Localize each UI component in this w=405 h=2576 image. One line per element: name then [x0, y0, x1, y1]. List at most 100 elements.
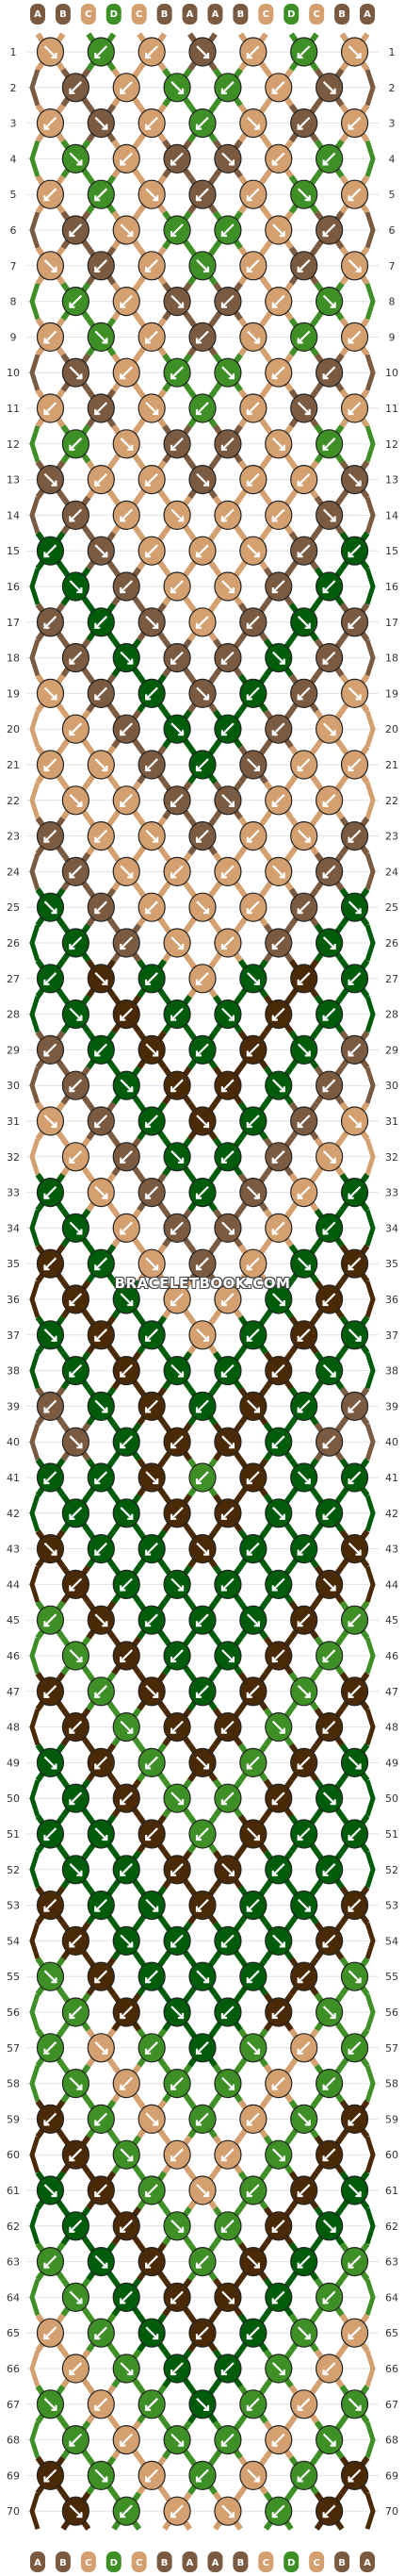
knot-arrow-icon — [170, 794, 184, 807]
knot-arrow-icon — [170, 722, 184, 735]
knot-arrow-icon — [94, 1043, 108, 1057]
knot-arrow-icon — [322, 508, 336, 522]
knot-arrow-icon — [196, 259, 209, 272]
knot-arrow-head-icon — [43, 1193, 50, 1199]
knot-arrow-icon — [322, 223, 336, 237]
knot-arrow-icon — [297, 259, 311, 272]
row-number-right: 24 — [385, 866, 398, 878]
string-letter-top: D — [110, 9, 118, 20]
knot-arrow-icon — [271, 1079, 285, 1092]
knot-arrow-head-icon — [195, 409, 202, 416]
string-head-bottom — [334, 2551, 350, 2572]
row-number-right: 35 — [385, 1258, 398, 1270]
row-number-left: 21 — [7, 759, 20, 771]
knot-arrow-icon — [120, 722, 134, 735]
edge-strand-left — [29, 211, 40, 249]
knot-arrow-icon — [271, 865, 285, 879]
row-number-right: 66 — [385, 2363, 398, 2375]
knot-arrow-icon — [297, 1115, 311, 1128]
knot-arrow-icon — [221, 223, 235, 237]
knot-arrow-icon — [322, 722, 336, 735]
knot-arrow-head-icon — [253, 552, 260, 558]
knot-arrow-head-icon — [355, 694, 362, 701]
knot-arrow-head-icon — [322, 587, 329, 594]
row-number-right: 6 — [389, 224, 396, 237]
row-number-right: 63 — [385, 2256, 398, 2269]
knot-arrow-icon — [120, 580, 134, 593]
knot-arrow-head-icon — [120, 1157, 126, 1164]
edge-strand-left — [29, 69, 40, 107]
edge-strand-right — [364, 1209, 376, 1247]
knot-arrow-icon — [170, 1293, 184, 1306]
knot-arrow-icon — [196, 544, 209, 557]
row-number-right: 29 — [385, 1044, 398, 1056]
knot-arrow-icon — [322, 794, 336, 807]
knot-arrow-head-icon — [322, 1015, 329, 1021]
knot-arrow-head-icon — [43, 766, 50, 772]
knot-arrow-head-icon — [76, 1229, 83, 1235]
knot-arrow-head-icon — [203, 1122, 210, 1129]
knot-arrow-icon — [69, 294, 83, 308]
row-number-left: 65 — [7, 2327, 20, 2339]
knot-arrow-icon — [69, 1150, 83, 1164]
knot-arrow-icon — [271, 438, 285, 451]
row-number-right: 52 — [385, 1864, 398, 1876]
knot-arrow-icon — [43, 45, 57, 58]
string-head-top — [156, 4, 172, 25]
knot-arrow-icon — [322, 580, 336, 593]
knot-arrow-icon — [69, 366, 83, 379]
row-number-right: 2 — [389, 82, 396, 94]
knot-arrow-head-icon — [228, 373, 235, 380]
knot-arrow-head-icon — [43, 1050, 50, 1057]
knot-arrow-icon — [170, 580, 184, 593]
row-number-right: 64 — [385, 2291, 398, 2304]
row-number-right: 26 — [385, 937, 398, 949]
knot-arrow-head-icon — [178, 944, 185, 950]
knot-arrow-head-icon — [348, 195, 354, 202]
string-head-bottom — [258, 2551, 274, 2572]
knot-arrow-icon — [247, 686, 260, 701]
knot-arrow-head-icon — [102, 124, 108, 130]
knot-arrow-head-icon — [69, 444, 75, 451]
row-number-left: 48 — [7, 1722, 20, 1734]
knot-arrow-head-icon — [43, 409, 50, 416]
knot-arrow-icon — [43, 1115, 57, 1128]
row-number-right: 28 — [385, 1009, 398, 1021]
edge-strand-right — [364, 496, 376, 535]
knot-arrow-icon — [94, 330, 108, 344]
knot-arrow-head-icon — [330, 730, 336, 736]
knot-arrow-icon — [170, 508, 184, 522]
knot-arrow-icon — [322, 865, 336, 879]
row-number-right: 13 — [385, 474, 398, 487]
row-number-left: 49 — [7, 1757, 20, 1769]
row-number-right: 60 — [385, 2149, 398, 2161]
row-number-left: 69 — [7, 2469, 20, 2482]
knot-arrow-icon — [271, 794, 285, 807]
string-letter-bottom: D — [110, 2558, 118, 2568]
knot-arrow-head-icon — [195, 1050, 202, 1057]
knot-arrow-head-icon — [203, 908, 210, 915]
knot-arrow-head-icon — [304, 195, 311, 202]
knot-arrow-head-icon — [153, 1050, 159, 1057]
knot-arrow-head-icon — [170, 658, 177, 665]
knot-arrow-icon — [94, 1115, 108, 1128]
knot-arrow-head-icon — [228, 801, 235, 807]
string-letter-top: B — [161, 9, 169, 20]
string-letter-top: A — [186, 9, 194, 20]
knot-arrow-icon — [348, 1257, 362, 1270]
knot-arrow-head-icon — [195, 622, 202, 629]
row-number-left: 9 — [10, 331, 17, 343]
knot-arrow-head-icon — [220, 302, 227, 308]
knot-arrow-icon — [120, 438, 134, 451]
knot-arrow-icon — [170, 936, 184, 949]
row-number-left: 29 — [7, 1044, 20, 1056]
knot-arrow-icon — [196, 758, 209, 771]
knot-arrow-head-icon — [228, 159, 235, 166]
knot-arrow-head-icon — [246, 409, 252, 416]
knot-arrow-icon — [94, 402, 108, 415]
knot-arrow-head-icon — [246, 622, 252, 629]
knot-arrow-icon — [69, 865, 83, 879]
knot-arrow-head-icon — [120, 373, 126, 380]
row-number-left: 42 — [7, 1508, 20, 1520]
row-number-left: 30 — [7, 1080, 20, 1092]
